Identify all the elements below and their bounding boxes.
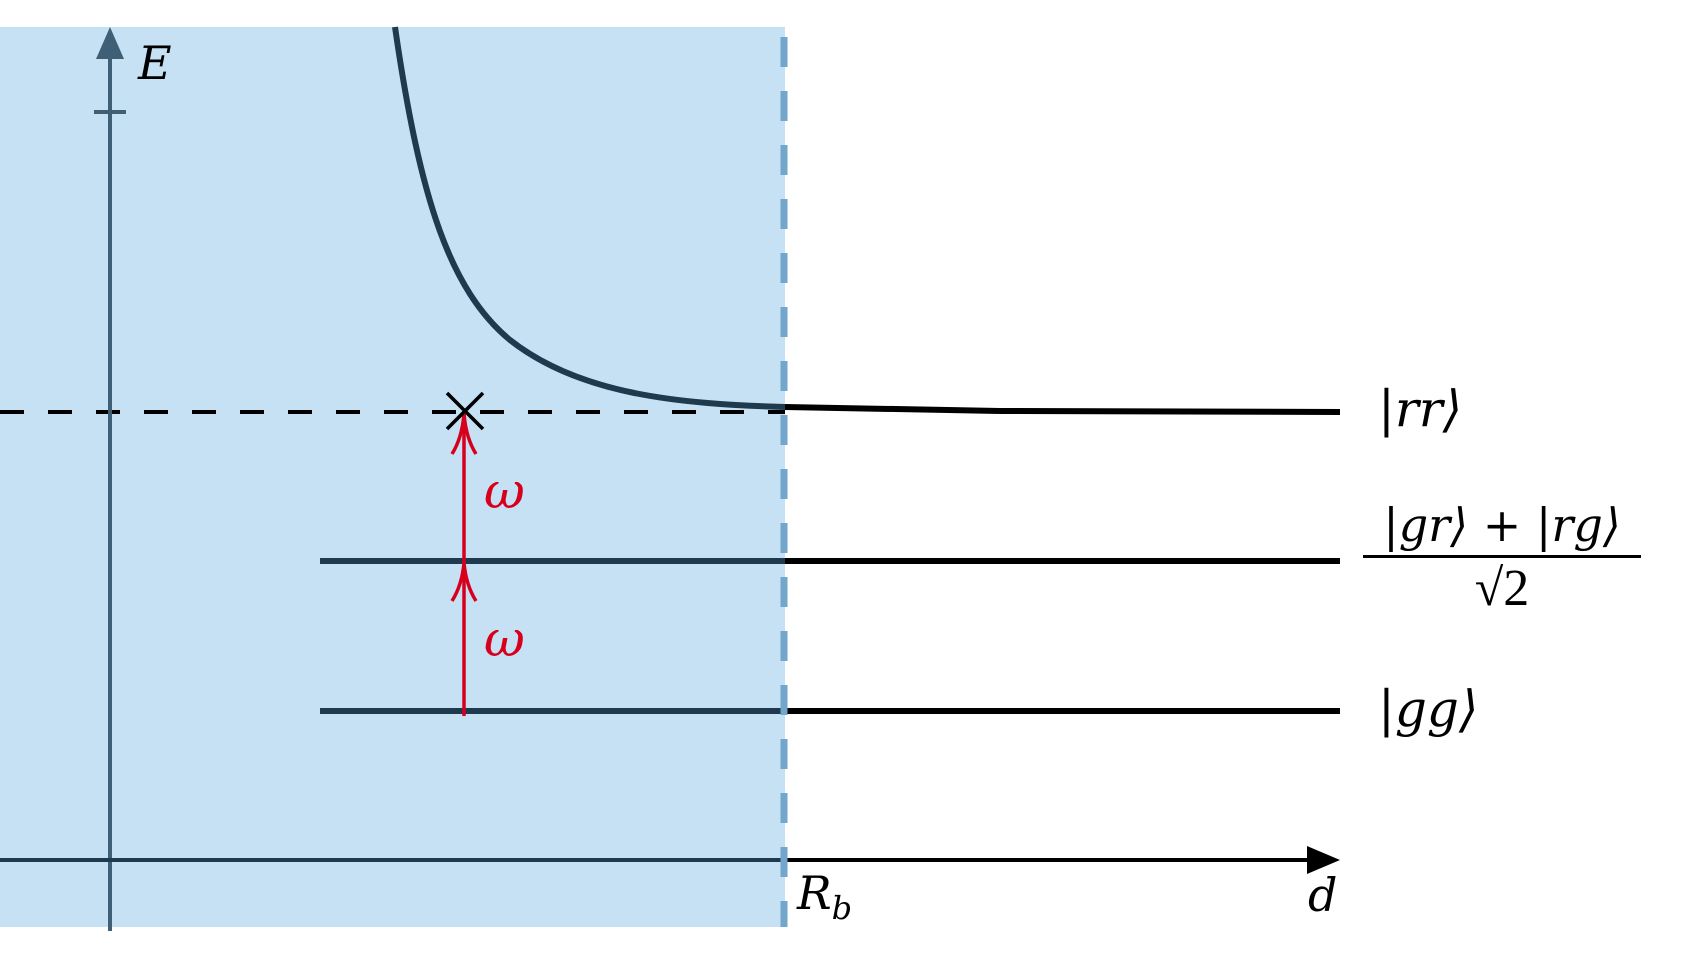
transition-label-upper: ω: [484, 462, 525, 520]
x-axis-label: d: [1308, 868, 1338, 922]
rr-level-outside: [784, 404, 1001, 414]
rr-level-asymptote: [999, 408, 1341, 415]
superposition-denominator: √2: [1474, 559, 1530, 617]
state-label-rr: |rr⟩: [1378, 380, 1463, 438]
blockade-radius-label: Rb: [797, 870, 852, 924]
blockade-region: [0, 27, 785, 927]
y-axis-label: E: [138, 36, 172, 90]
y-axis-arrow-icon: [96, 27, 124, 59]
state-label-superposition: |gr⟩ + |rg⟩ √2: [1363, 500, 1641, 617]
state-label-gg: |gg⟩: [1378, 680, 1479, 738]
transition-label-lower: ω: [484, 610, 525, 668]
rr-interaction-curve: [392, 26, 786, 410]
blocked-cross-icon: [445, 391, 485, 431]
superposition-numerator: |gr⟩ + |rg⟩: [1363, 500, 1641, 558]
blockade-radius-subscript: b: [831, 889, 853, 927]
x-axis-arrow-icon: [1307, 846, 1340, 874]
blockade-radius-symbol: R: [797, 866, 832, 920]
